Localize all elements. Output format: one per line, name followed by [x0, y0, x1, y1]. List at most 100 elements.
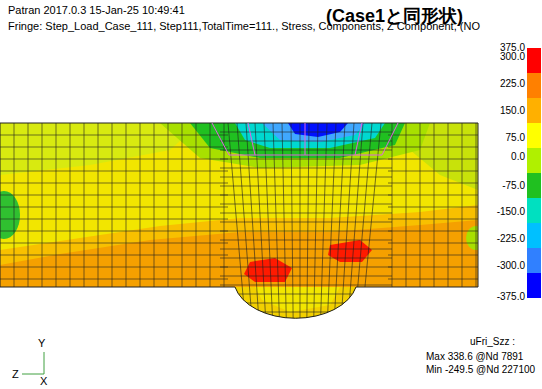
mesh-line — [361, 123, 381, 330]
mesh-line — [282, 123, 287, 330]
mesh-line — [300, 123, 301, 330]
mesh-line — [0, 195, 228, 196]
header-text: Patran 2017.0.3 15-Jan-25 10:49:41 — [8, 5, 185, 16]
scale-value: -75.0 — [502, 181, 525, 191]
mesh-line — [388, 171, 478, 172]
mesh-line — [0, 255, 228, 256]
mesh-line — [140, 123, 141, 287]
mesh-line — [154, 123, 155, 287]
mesh-line — [388, 207, 478, 208]
mesh-line — [220, 159, 392, 160]
mesh-line — [98, 123, 99, 287]
mesh-line — [220, 213, 392, 214]
mesh-line — [220, 177, 392, 178]
mesh-line — [196, 123, 197, 287]
axis-label: Y — [38, 338, 45, 349]
mesh-line — [448, 123, 449, 287]
mesh-line — [388, 219, 478, 220]
mesh-line — [0, 267, 228, 268]
mesh-line — [228, 123, 246, 330]
scale-value: 0.0 — [511, 152, 525, 162]
fringe-info: Fringe: Step_Load_Case_111, Step111,Tota… — [8, 21, 480, 32]
mesh-line — [406, 123, 407, 287]
contour-fill — [0, 120, 486, 330]
scale-value: 75.0 — [506, 133, 525, 143]
mesh-line — [314, 123, 319, 330]
mesh-line — [220, 267, 392, 268]
mesh-line — [220, 186, 392, 187]
mesh-line — [0, 159, 228, 160]
mesh-line — [220, 195, 392, 196]
mesh-line — [220, 294, 392, 295]
scale-value: 225.0 — [500, 79, 525, 89]
result-name: uFri_Szz : — [470, 337, 515, 347]
mesh-line — [388, 159, 478, 160]
mesh-line — [220, 258, 392, 259]
mesh-line — [420, 123, 421, 287]
mesh-line — [334, 123, 345, 330]
mesh-line — [70, 123, 71, 287]
mesh-line — [28, 123, 29, 287]
mesh-line — [126, 123, 127, 287]
mesh-line — [388, 195, 478, 196]
mesh-line — [246, 123, 260, 330]
plate-outline — [0, 123, 478, 318]
mesh-line — [0, 147, 228, 148]
mesh-line — [0, 135, 228, 136]
mesh-line — [434, 123, 435, 287]
mesh-line — [220, 231, 392, 232]
mesh-line — [291, 123, 293, 330]
mesh-line — [220, 240, 392, 241]
mesh-line — [255, 123, 266, 330]
mesh-line — [210, 123, 211, 287]
mesh-line — [0, 279, 228, 280]
mesh-line — [220, 276, 392, 277]
mesh-line — [388, 147, 478, 148]
mesh-line — [112, 123, 113, 287]
mesh-line — [237, 123, 253, 330]
color-bar — [527, 48, 541, 298]
mesh-line — [84, 123, 85, 287]
mesh-line — [0, 171, 228, 172]
mesh-line — [56, 123, 57, 287]
mesh-line — [0, 231, 228, 232]
mesh-line — [462, 123, 463, 287]
axis-label: Z — [12, 369, 19, 380]
mesh-line — [220, 285, 392, 286]
scale-value: -225.0 — [497, 234, 525, 244]
mesh-line — [388, 255, 478, 256]
mesh-line — [476, 123, 477, 287]
scale-value: 300.0 — [500, 52, 525, 62]
mesh-line — [224, 123, 225, 287]
scale-value: -150.0 — [497, 207, 525, 217]
mesh-line — [392, 123, 393, 287]
mesh-line — [42, 123, 43, 287]
mesh-line — [0, 219, 228, 220]
mesh-line — [327, 123, 336, 330]
mesh-line — [220, 132, 392, 133]
mesh-line — [341, 123, 355, 330]
mesh-line — [220, 321, 392, 322]
mesh-line — [220, 150, 392, 151]
mesh-line — [220, 222, 392, 223]
result-min: Min -249.5 @Nd 227100 — [426, 365, 535, 375]
mesh-line — [220, 141, 392, 142]
mesh-line — [220, 204, 392, 205]
mesh-line — [388, 267, 478, 268]
mesh-line — [0, 183, 228, 184]
mesh-line — [182, 123, 183, 287]
mesh-line — [307, 123, 309, 330]
mesh-line — [264, 123, 273, 330]
mesh-line — [388, 135, 478, 136]
scale-value: 150.0 — [500, 106, 525, 116]
result-max: Max 338.6 @Nd 7891 — [426, 352, 523, 362]
axis-triad — [22, 352, 44, 374]
mesh-line — [388, 183, 478, 184]
mesh-line — [0, 207, 228, 208]
mesh-line — [354, 123, 372, 330]
scale-value: -300.0 — [497, 261, 525, 271]
mesh-line — [388, 279, 478, 280]
mesh-line — [0, 243, 228, 244]
